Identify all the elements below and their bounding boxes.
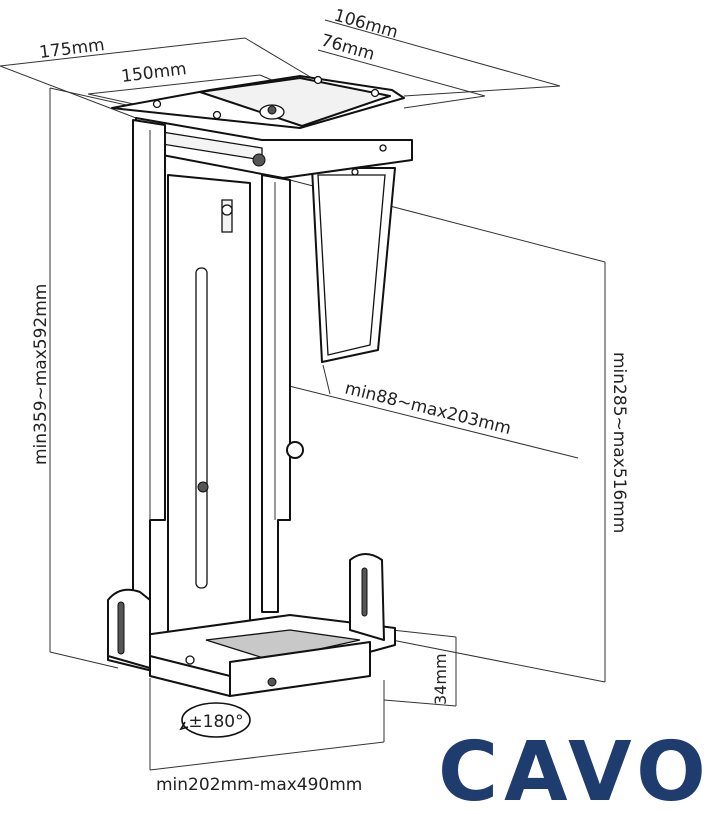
label-175mm: 175mm bbox=[38, 35, 106, 63]
pc-holder-illustration bbox=[107, 75, 413, 697]
label-76mm: 76mm bbox=[319, 31, 377, 65]
label-inner-height: min285~max516mm bbox=[609, 352, 629, 533]
label-total-height: min359~max592mm bbox=[31, 284, 51, 465]
label-150mm: 150mm bbox=[120, 59, 188, 87]
label-width-range: min88~max203mm bbox=[343, 378, 513, 439]
label-base-height: 34mm bbox=[431, 653, 450, 705]
brand-logo-text: CAVO bbox=[438, 725, 712, 810]
rotation-badge: ±180° bbox=[179, 702, 251, 738]
label-base-length: min202mm-max490mm bbox=[156, 775, 362, 795]
dimension-lines bbox=[0, 19, 606, 771]
cavo-logo: CAVO bbox=[438, 725, 712, 814]
rotation-label: ±180° bbox=[188, 712, 243, 732]
rotation-arrow-icon bbox=[181, 702, 251, 738]
